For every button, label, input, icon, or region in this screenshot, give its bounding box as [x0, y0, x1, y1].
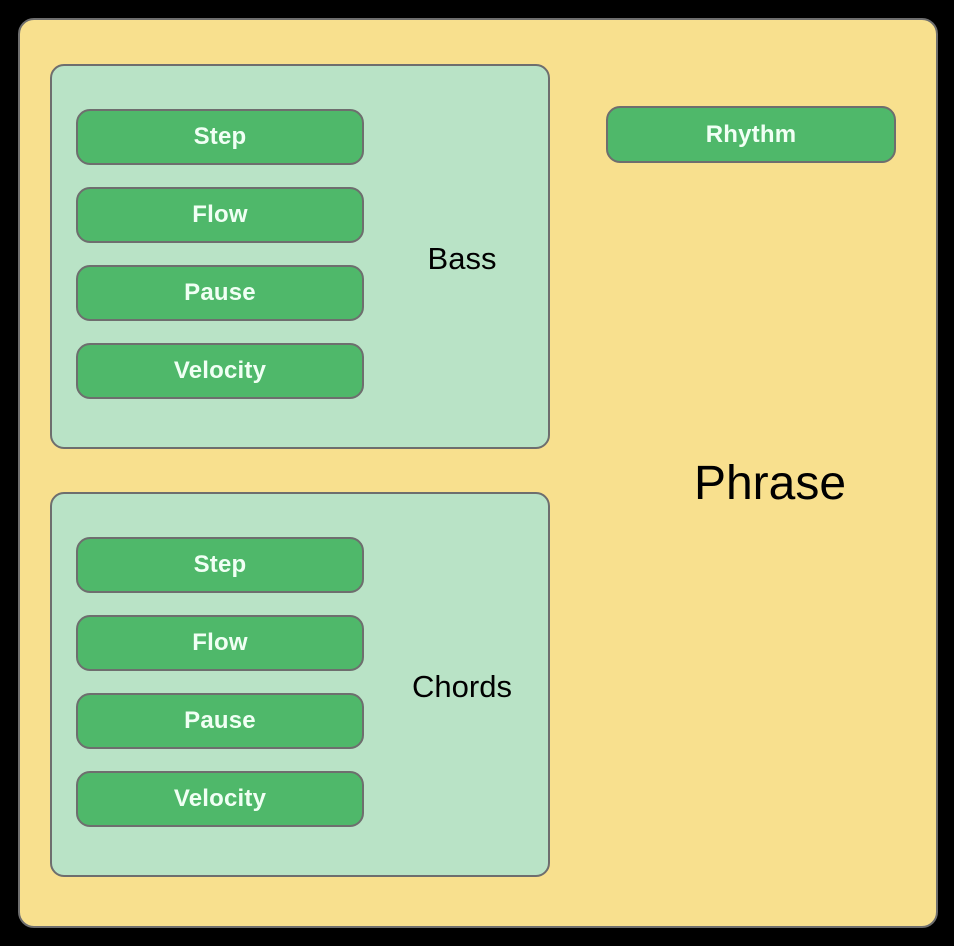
param-button-rhythm[interactable]: Rhythm — [606, 106, 896, 163]
group-chords-label: Chords — [412, 669, 512, 704]
param-button-bass-pause[interactable]: Pause — [76, 265, 364, 321]
group-bass-param-list: Step Flow Pause Velocity — [76, 109, 364, 399]
group-bass[interactable]: Step Flow Pause Velocity Bass — [50, 64, 550, 449]
param-button-bass-velocity[interactable]: Velocity — [76, 343, 364, 399]
phrase-label: Phrase — [693, 457, 847, 510]
param-button-chords-velocity[interactable]: Velocity — [76, 771, 364, 827]
param-button-bass-flow[interactable]: Flow — [76, 187, 364, 243]
param-button-chords-step[interactable]: Step — [76, 537, 364, 593]
param-button-bass-step[interactable]: Step — [76, 109, 364, 165]
param-button-chords-pause[interactable]: Pause — [76, 693, 364, 749]
phrase-container[interactable]: Step Flow Pause Velocity Bass Step Flow … — [18, 18, 938, 928]
group-chords-param-list: Step Flow Pause Velocity — [76, 537, 364, 827]
group-chords[interactable]: Step Flow Pause Velocity Chords — [50, 492, 550, 877]
group-bass-label: Bass — [427, 241, 497, 276]
param-button-chords-flow[interactable]: Flow — [76, 615, 364, 671]
